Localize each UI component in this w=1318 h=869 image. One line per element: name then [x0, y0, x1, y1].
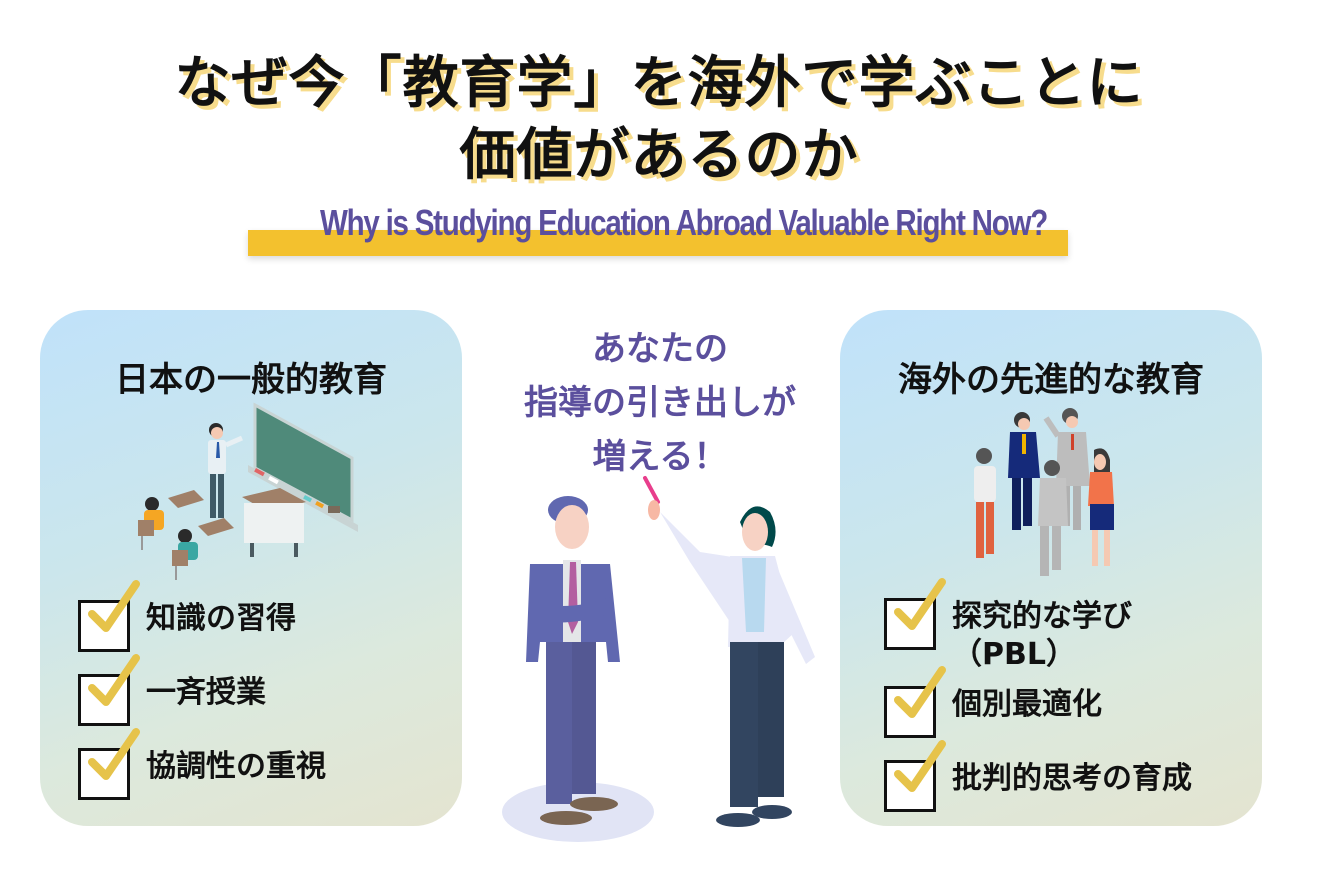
checkmark-icon [88, 654, 140, 706]
subtitle-highlight-bar [248, 230, 1068, 256]
checklist-label: 個別最適化 [952, 687, 1102, 722]
page-title-line1: なぜ今「教育学」を海外で学ぶことに [174, 51, 1144, 116]
subtitle-text: Why is Studying Education Abroad Valuabl… [319, 202, 1048, 243]
classroom-illustration-icon [138, 402, 358, 580]
center-message-line3: 増える！ [592, 437, 728, 477]
checkmark-icon [88, 728, 140, 780]
overseas-education-panel: 海外の先進的な教育 [840, 310, 1262, 826]
checklist-label: 探究的な学び （PBL） [952, 598, 1132, 674]
center-message-line2: 指導の引き出しが [524, 383, 796, 423]
group-discussion-illustration-icon [974, 408, 1114, 576]
checklist-label-line1: 探究的な学び [952, 599, 1132, 634]
checklist-label: 協調性の重視 [146, 749, 326, 784]
checkmark-icon [88, 580, 140, 632]
panel-title: 海外の先進的な教育 [898, 360, 1204, 400]
two-teachers-illustration-icon [502, 476, 815, 842]
checklist-label: 一斉授業 [146, 675, 266, 710]
page-title-line2: 価値があるのか [459, 123, 859, 188]
checkmark-icon [894, 666, 946, 718]
checkmark-icon [894, 578, 946, 630]
subtitle-banner: Why is Studying Education Abroad Valuabl… [246, 202, 1068, 256]
checklist-label: 批判的思考の育成 [952, 761, 1192, 796]
center-message: あなたの 指導の引き出しが 増える！ [480, 322, 840, 484]
center-message-line1: あなたの [592, 329, 728, 369]
panel-title: 日本の一般的教育 [115, 360, 387, 400]
japan-education-panel: 日本の一般的教育 [40, 310, 462, 826]
checklist-label-line2: （PBL） [952, 637, 1076, 672]
checkmark-icon [894, 740, 946, 792]
checklist-label: 知識の習得 [146, 601, 296, 636]
